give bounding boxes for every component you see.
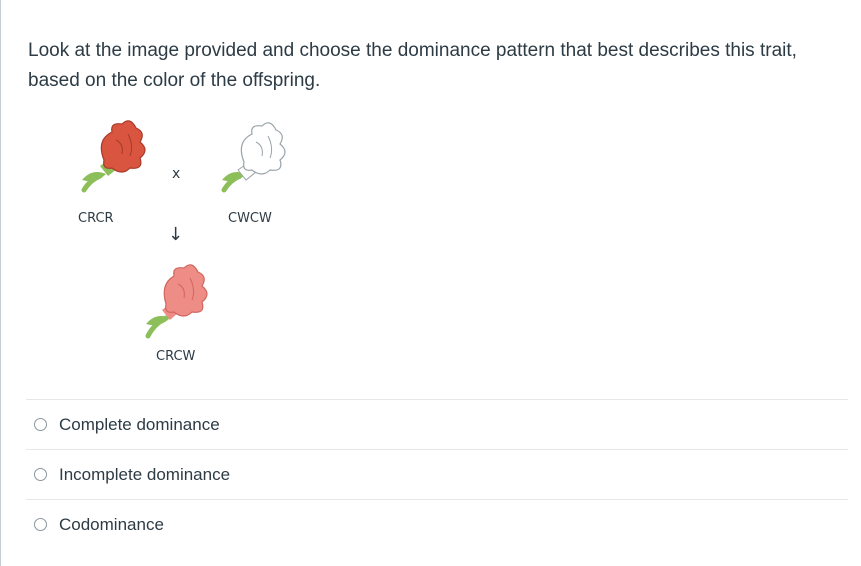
answer-list: Complete dominance Incomplete dominance … bbox=[26, 399, 848, 549]
red-flower-icon bbox=[81, 120, 146, 193]
genetics-cross-figure: x CRCR CWCW ↓ CRCW bbox=[60, 110, 320, 380]
white-flower-icon bbox=[221, 122, 286, 193]
left-border bbox=[0, 0, 1, 566]
pink-flower-icon bbox=[145, 264, 208, 339]
question-text: Look at the image provided and choose th… bbox=[28, 40, 797, 91]
answer-label: Incomplete dominance bbox=[59, 464, 231, 484]
red-parent-genotype: CRCR bbox=[78, 211, 114, 226]
cross-symbol: x bbox=[172, 166, 180, 182]
down-arrow-icon: ↓ bbox=[168, 224, 183, 245]
white-parent-genotype: CWCW bbox=[228, 211, 272, 226]
radio-button[interactable] bbox=[34, 468, 47, 481]
radio-button[interactable] bbox=[34, 518, 47, 531]
answer-option-codominance[interactable]: Codominance bbox=[26, 499, 848, 549]
answer-option-incomplete-dominance[interactable]: Incomplete dominance bbox=[26, 449, 848, 499]
answer-label: Codominance bbox=[59, 514, 164, 534]
offspring-genotype: CRCW bbox=[156, 349, 196, 364]
answer-option-complete-dominance[interactable]: Complete dominance bbox=[26, 399, 848, 449]
radio-button[interactable] bbox=[34, 418, 47, 431]
answer-label: Complete dominance bbox=[59, 414, 220, 434]
